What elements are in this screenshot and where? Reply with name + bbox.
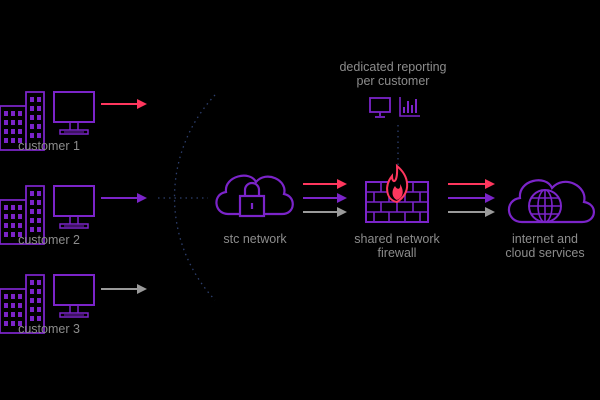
cloud-lock-icon <box>215 174 294 218</box>
firewall-label: shared network firewall <box>340 232 454 260</box>
computer-monitor-icon <box>53 274 95 318</box>
reporting-label-line-2: per customer <box>356 74 430 88</box>
bar-chart-icon <box>399 97 420 117</box>
monitor-icon <box>369 97 391 118</box>
reporting-label: dedicated reporting per customer <box>318 60 468 88</box>
reporting-label-line-1: dedicated reporting <box>339 60 447 74</box>
internet-label: internet and cloud services <box>490 232 600 260</box>
stc-network-label: stc network <box>223 232 287 246</box>
brick-firewall-flame-icon <box>365 163 429 223</box>
internet-label-line-1: internet and <box>511 232 579 246</box>
customer-1-label: customer 1 <box>18 139 80 153</box>
firewall-label-line-2: firewall <box>377 246 417 260</box>
internet-label-line-2: cloud services <box>505 246 585 260</box>
cloud-globe-icon <box>507 179 595 224</box>
computer-monitor-icon <box>53 185 95 229</box>
firewall-label-line-1: shared network <box>354 232 440 246</box>
computer-monitor-icon <box>53 91 95 135</box>
customer-2-label: customer 2 <box>18 233 80 247</box>
customer-3-label: customer 3 <box>18 322 80 336</box>
